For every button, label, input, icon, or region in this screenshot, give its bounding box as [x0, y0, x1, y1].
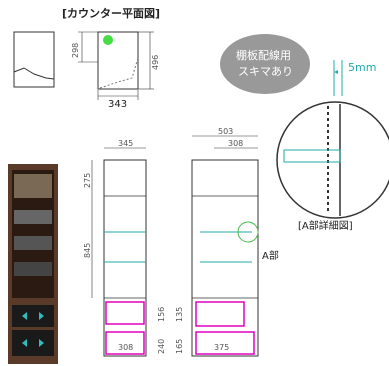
- dim-front-width: 345: [118, 139, 134, 148]
- dim-front-top: 275: [83, 172, 92, 188]
- gap-marker: [333, 60, 343, 96]
- counter-plan-right: [78, 31, 154, 100]
- plan-title: [カウンター平面図]: [62, 7, 161, 20]
- note-bubble: [220, 34, 310, 94]
- dim-plan-width: 343: [108, 99, 128, 110]
- side-elevation: [191, 135, 259, 357]
- green-marker-icon: [103, 35, 113, 45]
- dim-side-depth: 503: [218, 127, 234, 136]
- dim-side-drawer-big: 165: [175, 338, 184, 354]
- dim-plan-depth-top: 298: [71, 42, 80, 58]
- front-elevation: [91, 147, 147, 357]
- gap-label: 5mm: [348, 61, 377, 74]
- dim-side-depth-inner: 308: [228, 139, 244, 148]
- detail-title: [A部詳細図]: [298, 221, 353, 232]
- bubble-line-1: 棚板配線用: [236, 49, 291, 62]
- product-photo: [8, 164, 58, 364]
- dim-front-mid: 845: [83, 242, 92, 258]
- detail-a-circle: [237, 221, 259, 243]
- dim-front-drawer-big: 240: [157, 338, 166, 354]
- dim-plan-depth-total: 496: [151, 54, 160, 70]
- dim-side-inner-w: 375: [214, 343, 230, 352]
- bubble-line-2: スキマあり: [238, 65, 293, 78]
- dim-side-drawer-small: 135: [175, 306, 184, 322]
- dim-front-drawer-small: 156: [157, 306, 166, 322]
- dim-front-inner-w: 308: [118, 343, 134, 352]
- detail-circle: [276, 101, 389, 219]
- counter-plan-left: [13, 31, 55, 88]
- callout-a: A部: [262, 251, 279, 262]
